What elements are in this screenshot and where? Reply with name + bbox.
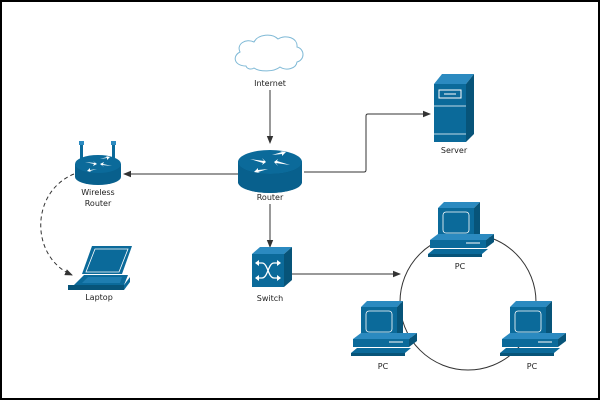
edge-router-server: [304, 110, 431, 173]
wireless-router-label-line2: Router: [84, 199, 112, 208]
cloud-icon[interactable]: [234, 34, 304, 72]
pc-label: PC: [526, 362, 538, 371]
router-icon[interactable]: [238, 150, 302, 193]
pc-icon[interactable]: [428, 202, 494, 257]
wireless-router-label-line1: Wireless: [81, 188, 115, 197]
server-icon[interactable]: [434, 74, 474, 142]
pc-label: PC: [377, 362, 389, 371]
pc-icon[interactable]: [351, 301, 417, 356]
wireless-router-label: Wireless Router: [68, 187, 128, 209]
edge-wireless-router-laptop: [40, 173, 75, 276]
switch-icon[interactable]: [252, 247, 292, 287]
pc-label: PC: [454, 262, 466, 271]
switch-label: Switch: [256, 294, 284, 303]
laptop-label: Laptop: [85, 293, 113, 302]
server-label: Server: [440, 146, 468, 155]
pc-icon[interactable]: [500, 301, 566, 356]
internet-label: Internet: [254, 79, 286, 88]
laptop-icon[interactable]: [68, 246, 132, 290]
router-label: Router: [256, 193, 284, 202]
wireless-router-icon[interactable]: [75, 141, 121, 185]
